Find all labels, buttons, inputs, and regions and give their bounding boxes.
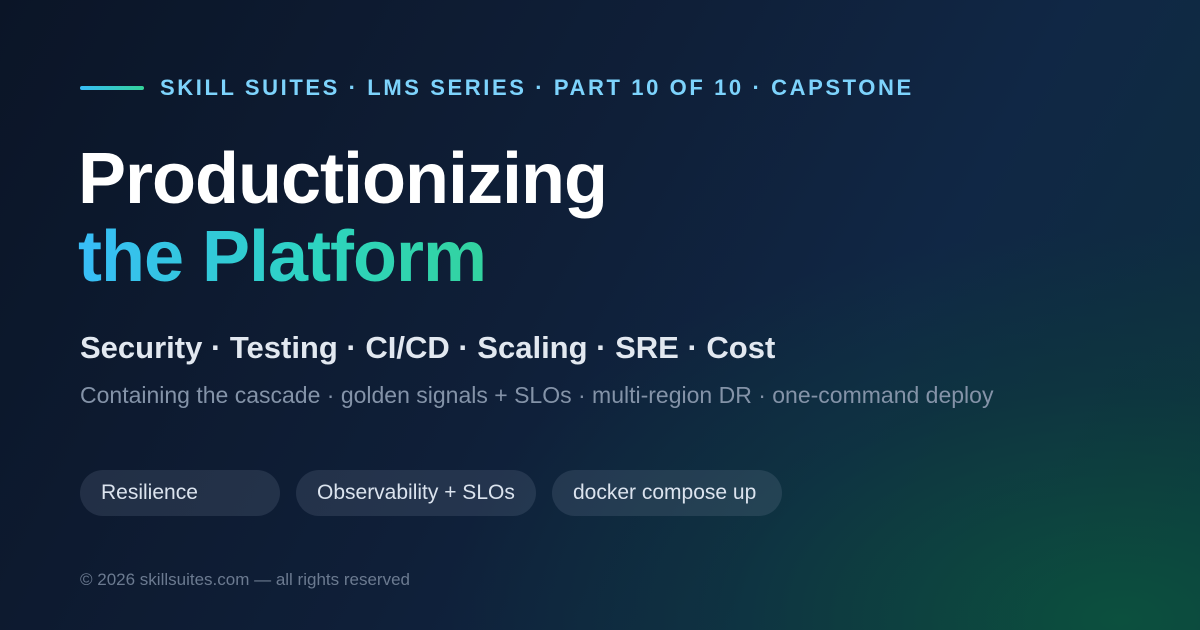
tag-pill-docker-compose: docker compose up (552, 470, 782, 516)
series-eyebrow: SKILL SUITES · LMS SERIES · PART 10 OF 1… (80, 75, 914, 100)
title-line-1: Productionizing (78, 139, 608, 219)
title-line-2-accent: the Platform (78, 218, 518, 296)
page-title: Productionizing the Platform (78, 139, 608, 296)
subtitle: Containing the cascade · golden signals … (80, 382, 994, 408)
tag-pill-resilience: Resilience (80, 470, 280, 516)
series-label: SKILL SUITES · LMS SERIES · PART 10 OF 1… (160, 75, 914, 100)
topics-list: Security · Testing · CI/CD · Scaling · S… (80, 330, 776, 365)
tag-pill-observability: Observability + SLOs (296, 470, 536, 516)
copyright-footer: © 2026 skillsuites.com — all rights rese… (80, 570, 410, 589)
accent-bar (80, 86, 144, 90)
tag-pills: Resilience Observability + SLOs docker c… (80, 470, 798, 516)
